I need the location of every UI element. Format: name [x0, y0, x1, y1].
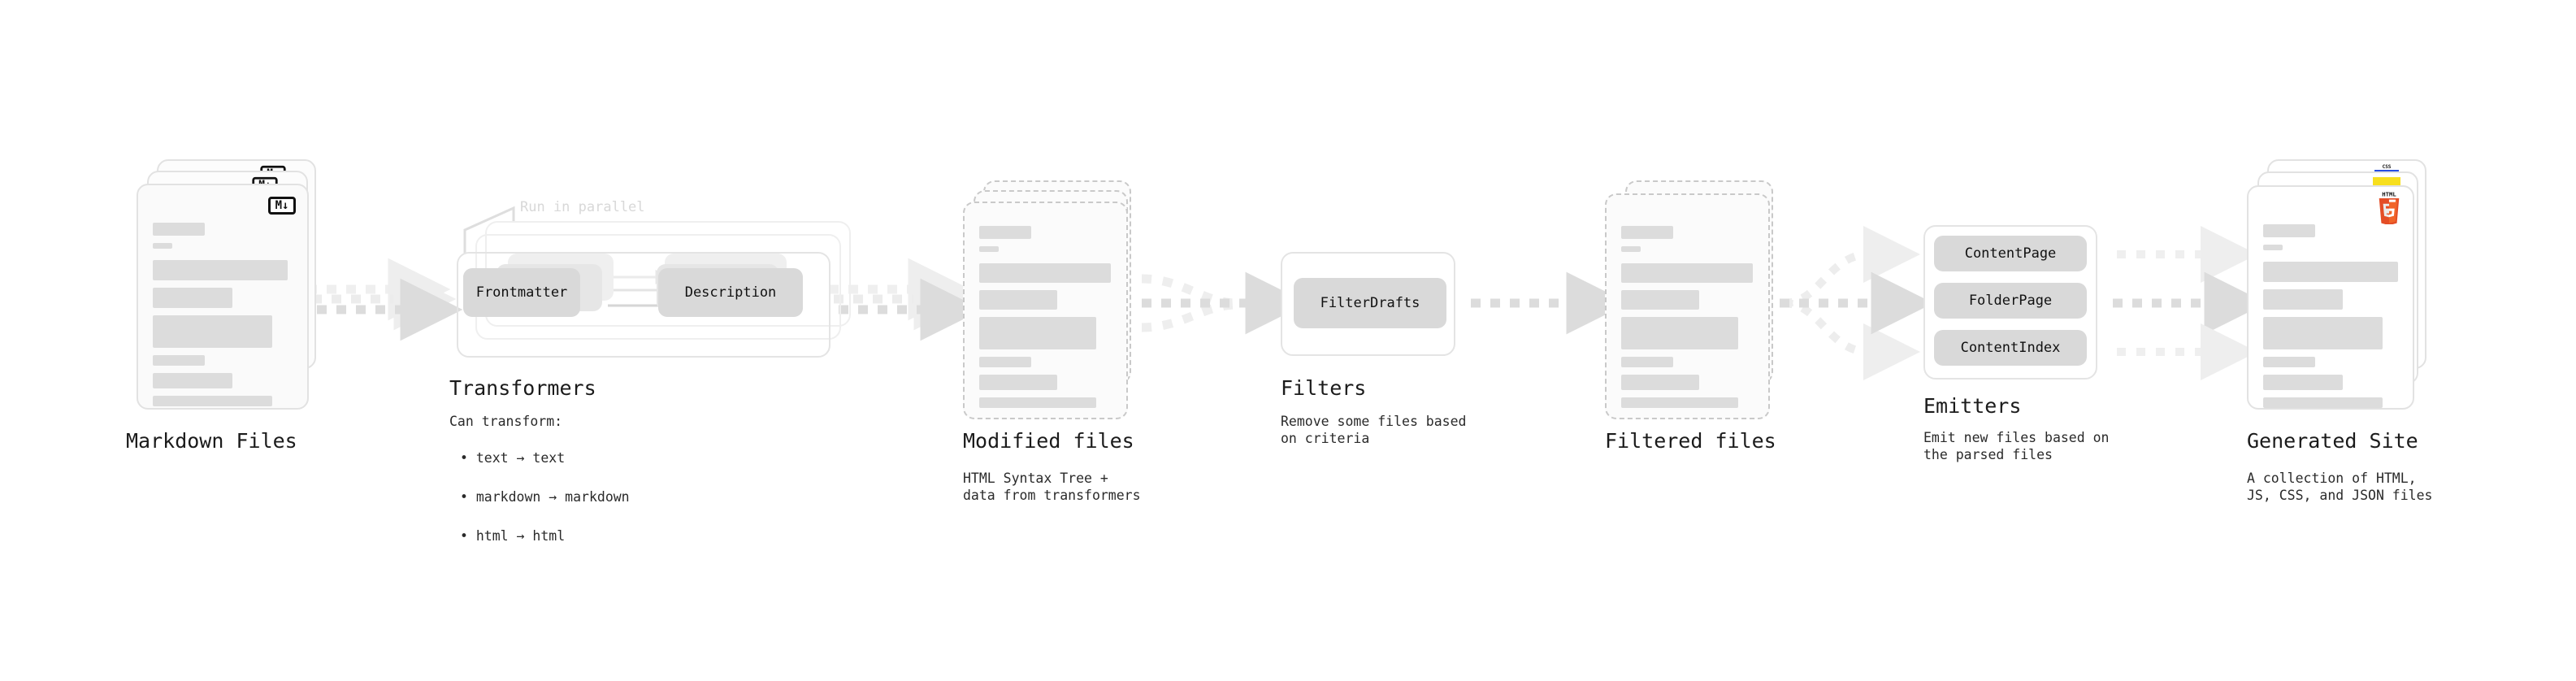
placeholder-bar [153, 315, 272, 348]
placeholder-bar [979, 375, 1057, 390]
stage-sub-transformers-intro: Can transform: [449, 414, 563, 429]
stage-heading-filters: Filters [1281, 376, 1367, 400]
generated-file-card-html: HTML [2247, 185, 2414, 410]
placeholder-bar [153, 355, 205, 366]
stage-heading-transformers: Transformers [449, 376, 596, 400]
emitter-pill-folderpage[interactable]: FolderPage [1934, 283, 2087, 319]
stage-sub-modified-files: HTML Syntax Tree + data from transformer… [963, 471, 1141, 503]
markdown-icon: M↓ [268, 197, 296, 215]
placeholder-bar [979, 246, 999, 252]
file-placeholder-bars [1621, 226, 1754, 415]
placeholder-bar [1621, 317, 1738, 349]
placeholder-bar [979, 263, 1111, 283]
transformers-bullet: • html → html [460, 510, 630, 544]
placeholder-bar [979, 317, 1096, 349]
placeholder-bar [1621, 246, 1641, 252]
placeholder-bar [2263, 245, 2283, 250]
transformers-bullet: • text → text [460, 432, 630, 466]
placeholder-bar [153, 260, 288, 280]
placeholder-bar [1621, 226, 1673, 239]
file-placeholder-bars [979, 226, 1112, 415]
stage-heading-filtered-files: Filtered files [1605, 429, 1776, 453]
stage-heading-emitters: Emitters [1923, 394, 2022, 418]
markdown-file-card-front: M↓ [137, 184, 309, 410]
file-placeholder-bars [153, 223, 293, 414]
placeholder-bar [2263, 375, 2343, 390]
arrow-filtered-to-emitters [1780, 226, 1934, 380]
bullet-text: html → html [475, 528, 566, 544]
arrow-emitters-to-site [2113, 226, 2267, 380]
filter-pill-filterdrafts[interactable]: FilterDrafts [1294, 278, 1446, 328]
bullet-dot: • [460, 450, 476, 466]
stage-heading-modified-files: Modified files [963, 429, 1134, 453]
placeholder-bar [153, 396, 272, 406]
placeholder-bar [2263, 289, 2343, 310]
filtered-file-card-front [1605, 193, 1770, 419]
placeholder-bar [153, 223, 205, 236]
placeholder-bar [2263, 317, 2383, 349]
placeholder-bar [2263, 262, 2398, 282]
transformers-bullet: • markdown → markdown [460, 471, 630, 505]
svg-text:HTML: HTML [2382, 192, 2396, 197]
arrow-modified-to-filters [1141, 271, 1308, 335]
placeholder-bar [979, 357, 1031, 367]
stage-sub-generated-site: A collection of HTML, JS, CSS, and JSON … [2247, 471, 2433, 503]
html5-icon: HTML [2375, 190, 2403, 226]
emitter-pill-contentpage[interactable]: ContentPage [1934, 236, 2087, 271]
placeholder-bar [153, 288, 232, 308]
stage-heading-generated-site: Generated Site [2247, 429, 2418, 453]
stage-sub-filters: Remove some files based on criteria [1281, 414, 1467, 446]
placeholder-bar [1621, 357, 1673, 367]
bullet-text: markdown → markdown [475, 489, 630, 505]
transformer-pill-frontmatter[interactable]: Frontmatter [463, 268, 580, 317]
emitter-pill-contentindex[interactable]: ContentIndex [1934, 330, 2087, 366]
run-in-parallel-label: Run in parallel [520, 199, 645, 215]
placeholder-bar [1621, 397, 1738, 408]
transformers-box [457, 252, 830, 358]
placeholder-bar [2263, 397, 2383, 408]
placeholder-bar [2263, 224, 2315, 237]
modified-file-card-front [963, 202, 1128, 419]
transformer-pill-description[interactable]: Description [658, 268, 803, 317]
stage-sub-emitters: Emit new files based on the parsed files [1923, 430, 2110, 462]
placeholder-bar [153, 373, 232, 388]
transformers-bullet-list: • text → text • markdown → markdown • ht… [460, 432, 630, 544]
placeholder-bar [1621, 290, 1699, 310]
file-placeholder-bars [2263, 224, 2398, 415]
placeholder-bar [979, 397, 1096, 408]
arrow-markdown-to-transformers [307, 258, 463, 341]
bullet-text: text → text [475, 450, 566, 466]
placeholder-bar [1621, 263, 1753, 283]
placeholder-bar [2263, 357, 2315, 367]
placeholder-bar [1621, 375, 1699, 390]
bullet-dot: • [460, 528, 476, 544]
placeholder-bar [979, 226, 1031, 239]
stage-heading-markdown-files: Markdown Files [126, 429, 297, 453]
placeholder-bar [979, 290, 1057, 310]
placeholder-bar [153, 243, 172, 249]
bullet-dot: • [460, 489, 476, 505]
